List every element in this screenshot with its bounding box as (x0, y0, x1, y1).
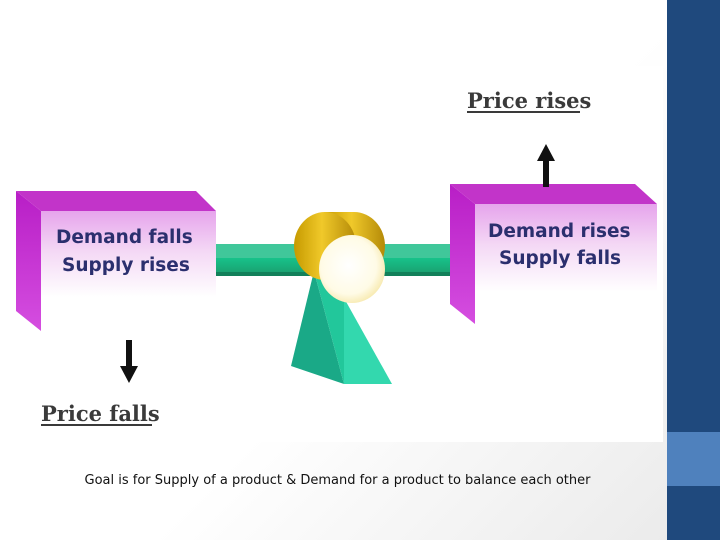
pivot-support (291, 271, 392, 384)
seesaw-diagram: Demand falls Supply rises Demand rises S… (4, 66, 663, 442)
price-rises-label: Price rises (467, 88, 591, 113)
right-box-line2: Supply falls (499, 248, 621, 269)
price-falls-label: Price falls (41, 401, 160, 426)
caption-text: Goal is for Supply of a product & Demand… (84, 473, 591, 488)
down-arrow-icon (120, 340, 138, 383)
left-box: Demand falls Supply rises (16, 191, 216, 331)
slide-side-accent (667, 432, 720, 486)
right-box-line1: Demand rises (488, 221, 631, 242)
up-arrow-icon (537, 144, 555, 187)
left-box-line1: Demand falls (56, 227, 193, 248)
balance-cylinder (294, 212, 385, 303)
right-box: Demand rises Supply falls (450, 184, 657, 324)
left-box-line2: Supply rises (62, 255, 190, 276)
